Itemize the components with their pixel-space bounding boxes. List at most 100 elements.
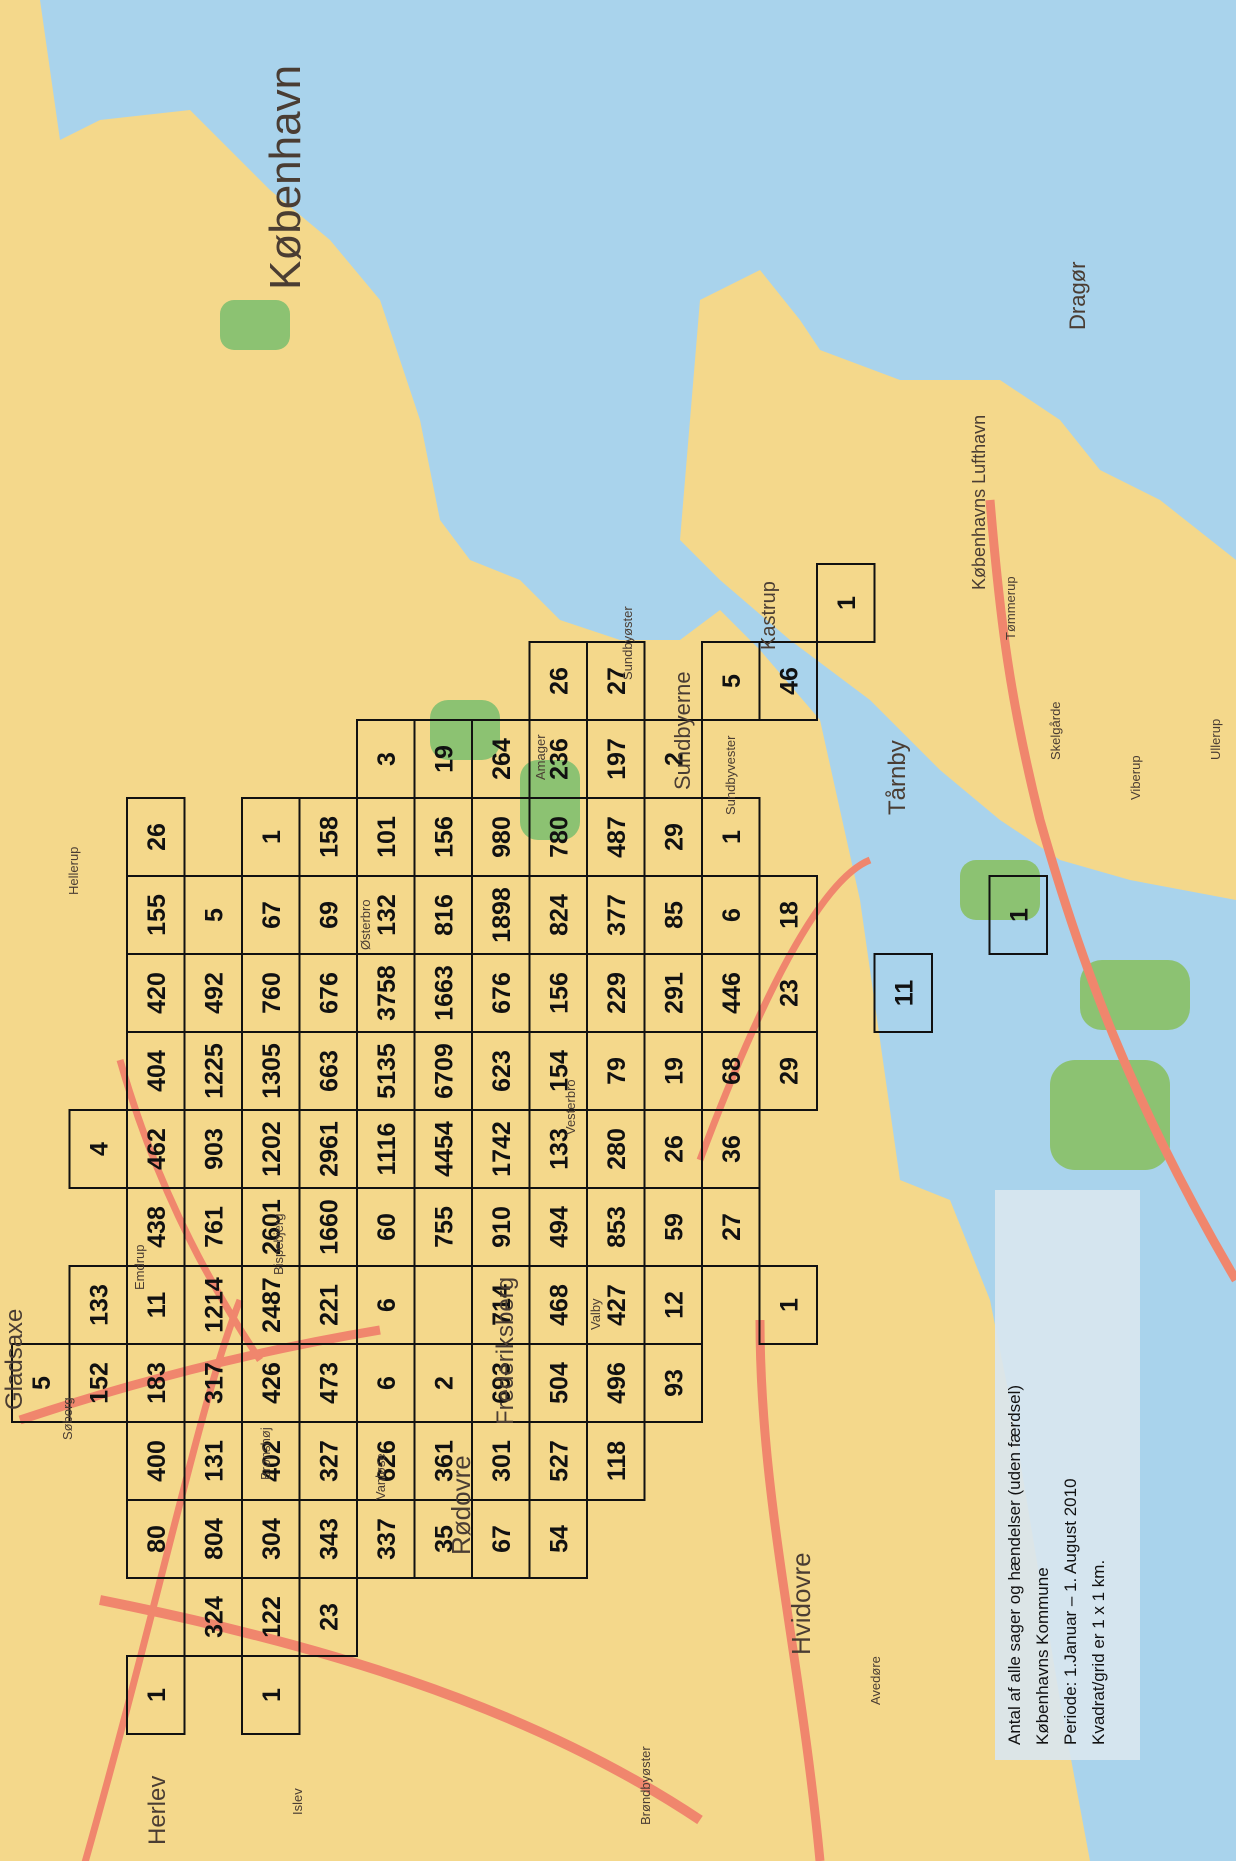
grid-cell-count: 5: [28, 1376, 56, 1390]
grid-cell-count: 4: [85, 1142, 113, 1156]
grid-cell-count: 327: [315, 1440, 343, 1482]
grid-cell-count: 3758: [373, 965, 401, 1021]
grid-cell-count: 473: [315, 1362, 343, 1404]
label-rodovre: Rødovre: [446, 1455, 476, 1555]
label-sundbyoster: Sundbyøster: [620, 606, 635, 680]
grid-cell-count: 2: [660, 752, 688, 766]
amager-land: [680, 270, 1236, 900]
grid-cell-count: 101: [373, 816, 401, 858]
grid-cell: [643, 719, 703, 799]
grid-cell-count: 910: [488, 1206, 516, 1248]
grid-cell-count: 291: [660, 972, 688, 1014]
grid-cell: [586, 641, 646, 721]
grid-cell-count: 496: [603, 1362, 631, 1404]
grid-cell-count: 468: [545, 1284, 573, 1326]
grid-cell: [988, 875, 1048, 955]
grid-cell-count: 301: [488, 1440, 516, 1482]
grid-cell-count: 504: [545, 1362, 573, 1404]
grid-cell-count: 93: [660, 1369, 688, 1397]
grid-cell-count: 54: [545, 1525, 573, 1553]
grid-cell-count: 361: [430, 1440, 458, 1482]
label-kobenhavn: København: [261, 65, 310, 290]
grid-cell-count: 1742: [488, 1121, 516, 1177]
grid-cell-count: 29: [775, 1057, 803, 1085]
grid-cell-count: 903: [200, 1128, 228, 1170]
grid-cell-count: 6: [718, 908, 746, 922]
label-vanlose: Vanløse: [373, 1453, 388, 1500]
grid-cell-count: 131: [200, 1440, 228, 1482]
grid-cell-count: 693: [488, 1362, 516, 1404]
grid-cell-count: 824: [545, 894, 573, 936]
grid-cell-count: 11: [890, 980, 918, 1007]
grid-cell-count: 492: [200, 972, 228, 1014]
grid-cell-count: 714: [488, 1284, 516, 1326]
grid-cell-count: 2: [430, 1376, 458, 1390]
grid-cell-count: 1116: [373, 1123, 401, 1176]
grid-cell-count: 816: [430, 894, 458, 936]
grid-cell-count: 23: [315, 1603, 343, 1631]
grid-cell-count: 35: [430, 1525, 458, 1553]
grid-cell-count: 197: [603, 738, 631, 780]
legend-background: [995, 1190, 1140, 1760]
label-sundbyerne: Sundbyerne: [670, 671, 695, 790]
grid-cell-count: 27: [718, 1213, 746, 1241]
grid-cell-count: 1: [1005, 908, 1033, 922]
grid-cell-count: 402: [258, 1440, 286, 1482]
grid-cell-count: 377: [603, 894, 631, 936]
label-islev: Islev: [290, 1788, 305, 1815]
grid-cell-count: 152: [85, 1362, 113, 1404]
grid-cell-count: 6709: [430, 1043, 458, 1099]
grid-cell-count: 626: [373, 1440, 401, 1482]
grid-cell-count: 6: [373, 1298, 401, 1312]
grid-cell-count: 317: [200, 1362, 228, 1404]
grid-cell-count: 2487: [258, 1277, 286, 1333]
grid-cell-count: 236: [545, 738, 573, 780]
label-tarnby: Tårnby: [884, 740, 911, 815]
grid-cell: [758, 875, 818, 955]
grid-cell-count: 487: [603, 816, 631, 858]
label-valby: Valby: [588, 1298, 603, 1330]
grid-cell-count: 527: [545, 1440, 573, 1482]
label-amager: Amager: [533, 734, 548, 780]
grid-cell-count: 343: [315, 1518, 343, 1560]
label-kastrup: Kastrup: [758, 581, 780, 650]
grid-cell-count: 19: [660, 1057, 688, 1085]
grid-cell-count: 446: [718, 972, 746, 1014]
label-ullerup: Ullerup: [1208, 719, 1223, 760]
legend-item: Periode: 1.Januar – 1. August 2010: [1061, 1478, 1080, 1745]
grid-cell-count: 676: [488, 972, 516, 1014]
grid-cell-count: 85: [660, 901, 688, 929]
grid-cell-count: 5: [200, 908, 228, 922]
grid-cell-count: 29: [660, 823, 688, 851]
label-viberup: Viberup: [1128, 755, 1143, 800]
grid-cell-count: 337: [373, 1518, 401, 1560]
grid-cell-count: 26: [660, 1135, 688, 1163]
grid-cell-count: 1: [775, 1298, 803, 1312]
motorway-road: [696, 856, 872, 1162]
grid-cell-count: 420: [143, 972, 171, 1014]
grid-cell-count: 1202: [258, 1121, 286, 1177]
label-hellerup: Hellerup: [66, 847, 81, 895]
grid-cell-count: 1660: [315, 1199, 343, 1255]
label-herlev: Herlev: [144, 1776, 171, 1845]
motorway-road: [116, 1059, 263, 1362]
label-gladsaxe: Gladsaxe: [1, 1309, 28, 1410]
grid-cell-count: 676: [315, 972, 343, 1014]
motorway-road: [985, 499, 1236, 1283]
grid-cell-count: 68: [718, 1057, 746, 1085]
grid-cell-count: 1663: [430, 965, 458, 1021]
grid-cell-count: 304: [258, 1518, 286, 1560]
grid-cell-count: 462: [143, 1128, 171, 1170]
label-lufthavn: Københavns Lufthavn: [969, 415, 989, 590]
grid-cell-count: 122: [258, 1596, 286, 1638]
label-skelgarde: Skelgårde: [1048, 701, 1063, 760]
grid-cell: [758, 1265, 818, 1345]
label-bronshoj: Brønshøj: [258, 1427, 273, 1480]
grid-cell: [873, 953, 933, 1033]
grid-cell-count: 804: [200, 1518, 228, 1560]
legend-item: Kvadrat/grid er 1 x 1 km.: [1089, 1560, 1108, 1745]
label-frederiksberg: Frederiksberg: [492, 1277, 519, 1425]
grid-cell-count: 80: [143, 1525, 171, 1553]
